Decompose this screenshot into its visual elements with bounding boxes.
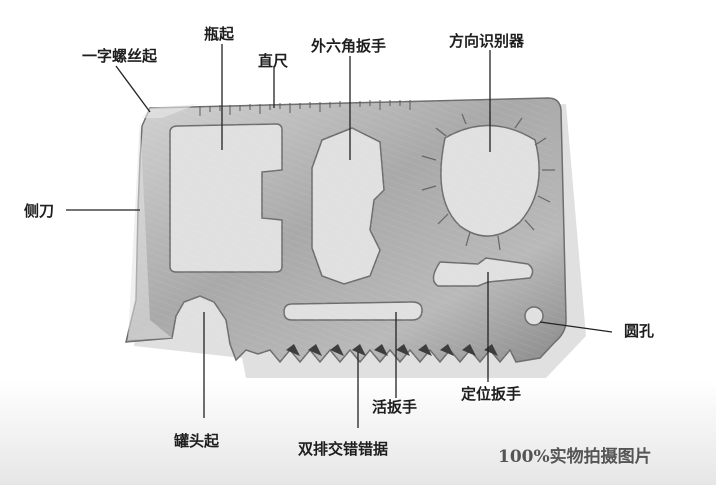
label-slotted-screwdriver: 一字螺丝起 [82, 47, 158, 65]
ruler-ticks [199, 100, 411, 116]
label-round-hole: 圆孔 [624, 322, 655, 340]
label-can-opener: 罐头起 [174, 432, 220, 450]
side-blade-edge [128, 118, 172, 340]
label-ruler: 直尺 [258, 52, 289, 70]
label-slot-wrench: 活扳手 [372, 398, 418, 416]
label-side-blade: 侧刀 [24, 202, 55, 220]
leader-screwdriver [115, 65, 151, 113]
saw-teeth [286, 344, 498, 356]
leader-lines [66, 44, 613, 428]
label-hex-wrench: 外六角扳手 [311, 37, 387, 55]
label-positioning-wrench: 定位扳手 [461, 385, 522, 403]
label-bottle-opener: 瓶起 [204, 25, 235, 43]
screwdriver-edge [142, 104, 198, 118]
label-direction-finder: 方向识别器 [449, 32, 525, 50]
brushed-texture [126, 98, 566, 360]
leader-round-hole [539, 321, 613, 333]
label-double-saw: 双排交错错据 [298, 440, 389, 458]
photo-watermark: 100%实物拍摄图片 [498, 447, 652, 467]
